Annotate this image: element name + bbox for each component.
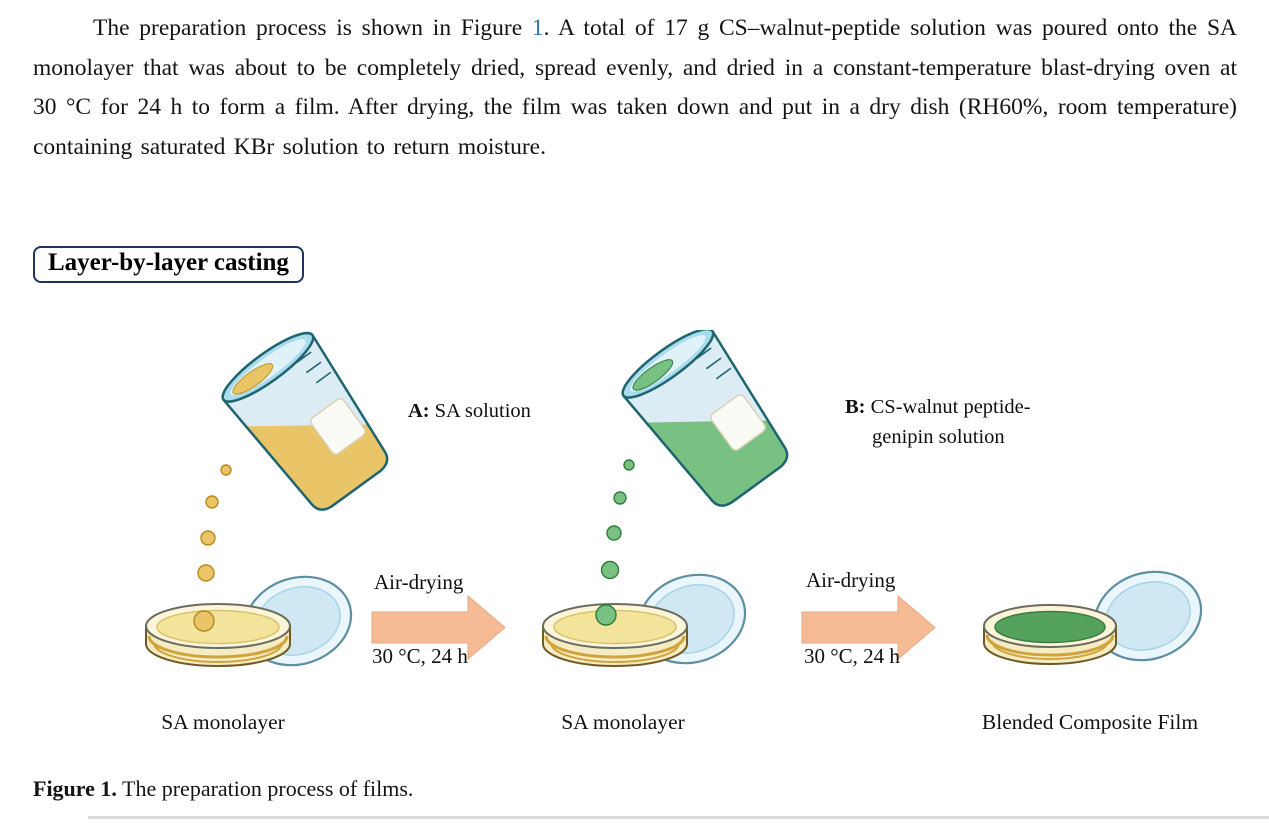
layer-by-layer-casting-box: Layer-by-layer casting: [33, 246, 304, 283]
arrow-1-top-label: Air-drying: [374, 570, 464, 594]
page-bottom-divider: [88, 816, 1269, 819]
figure-caption-text: The preparation process of films.: [122, 776, 414, 801]
stage-1-caption: SA monolayer: [161, 710, 285, 734]
beaker-b-label-line2: genipin solution: [872, 426, 1005, 448]
stage-3-caption: Blended Composite Film: [981, 710, 1199, 734]
arrow-2-top-label: Air-drying: [806, 568, 896, 592]
cs-droplets: [595, 459, 635, 626]
figure-artwork: [145, 330, 1203, 667]
process-box-title: Layer-by-layer casting: [48, 249, 289, 276]
beaker-b-label: B: CS-walnut peptide- genipin solution: [845, 392, 1031, 452]
body-paragraph: The preparation process is shown in Figu…: [33, 9, 1237, 167]
petri-dish-3: [983, 604, 1117, 665]
sa-solution-beaker: [221, 331, 389, 511]
petri-dish-2: [542, 603, 688, 667]
figure-caption-label: Figure 1.: [33, 776, 117, 801]
beaker-b-label-line1: CS-walnut peptide-: [870, 396, 1031, 418]
figure-1-illustration: A:SA solution B: CS-walnut peptide- geni…: [0, 330, 1269, 750]
air-drying-arrow-2: [801, 594, 936, 661]
beaker-a-label-text: SA solution: [434, 400, 531, 422]
stage-2-caption: SA monolayer: [561, 710, 685, 734]
air-drying-arrow-1: [371, 594, 506, 661]
beaker-a-label-prefix: A:: [408, 400, 430, 422]
paragraph-text-before: The preparation process is shown in Figu…: [93, 15, 532, 41]
sa-droplets: [193, 464, 232, 632]
beaker-b-label-prefix: B:: [845, 396, 866, 418]
figure-1-reference-link[interactable]: 1: [531, 15, 544, 41]
arrow-2-bottom-label: 30 °C, 24 h: [804, 644, 900, 668]
paragraph-text-after: . A total of 17 g CS–walnut-peptide solu…: [33, 15, 1238, 160]
arrow-1-bottom-label: 30 °C, 24 h: [372, 644, 468, 668]
petri-dish-1: [145, 603, 291, 667]
figure-caption: Figure 1. The preparation process of fil…: [33, 776, 413, 802]
cs-solution-beaker: [621, 330, 789, 507]
beaker-a-label: A:SA solution: [408, 400, 531, 423]
petri-dish-lid-3: [1093, 570, 1203, 662]
